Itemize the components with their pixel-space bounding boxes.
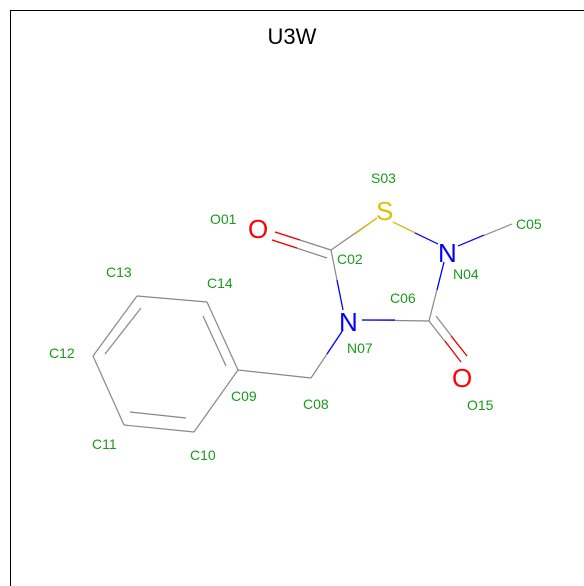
bond-inner-2 — [129, 411, 187, 419]
label-o15: O15 — [467, 397, 494, 413]
element-o01: O — [248, 214, 268, 244]
element-s03: S — [376, 196, 393, 226]
bond-c13-c14 — [136, 295, 208, 303]
label-n04: N04 — [453, 266, 479, 282]
bond-c14-c09 — [206, 301, 239, 371]
bond-seg-o01-b — [271, 239, 298, 249]
bond-seg-n07-down — [326, 329, 344, 355]
label-c08: C08 — [303, 396, 329, 412]
element-symbols: O S N N O — [248, 196, 472, 393]
bond-inner-1 — [202, 315, 227, 367]
label-o01: O01 — [210, 211, 237, 227]
label-c05: C05 — [516, 216, 542, 232]
bond-c10-c11 — [123, 424, 195, 433]
label-s03: S03 — [371, 170, 396, 186]
bond-seg-s03-left — [354, 217, 378, 235]
element-n07: N — [339, 307, 358, 337]
atom-labels: O01 S03 C05 C02 N04 C06 N07 C13 C14 C12 … — [49, 170, 542, 463]
bond-seg-o15-a — [444, 340, 462, 363]
bond-seg-n04-right — [457, 234, 485, 247]
label-c06: C06 — [390, 290, 416, 306]
bond-seg-s03-right — [392, 221, 416, 234]
bond-c09-c10 — [193, 369, 239, 433]
bond-c09-c08 — [237, 369, 312, 379]
label-c02: C02 — [337, 251, 363, 267]
element-o15: O — [452, 363, 472, 393]
bond-seg-n04-left — [414, 232, 439, 245]
label-c09: C09 — [231, 388, 257, 404]
diagram-frame — [10, 10, 584, 586]
label-c12: C12 — [49, 345, 75, 361]
bond-seg-n07-up — [336, 279, 344, 311]
bond-c11-c12 — [92, 355, 125, 426]
element-n04: N — [438, 238, 457, 268]
label-c13: C13 — [106, 264, 132, 280]
hetero-bond-segments — [271, 217, 485, 363]
bond-seg-o01 — [274, 231, 301, 241]
label-n07: N07 — [347, 340, 373, 356]
label-c14: C14 — [207, 275, 233, 291]
bond-seg-n04-down — [436, 261, 445, 291]
bond-inner-3 — [104, 307, 142, 355]
bond-c12-c13 — [92, 295, 138, 357]
molecule-title: U3W — [267, 24, 317, 49]
bond-seg-o15-b — [450, 335, 468, 357]
label-c10: C10 — [190, 447, 216, 463]
label-c11: C11 — [92, 436, 117, 452]
